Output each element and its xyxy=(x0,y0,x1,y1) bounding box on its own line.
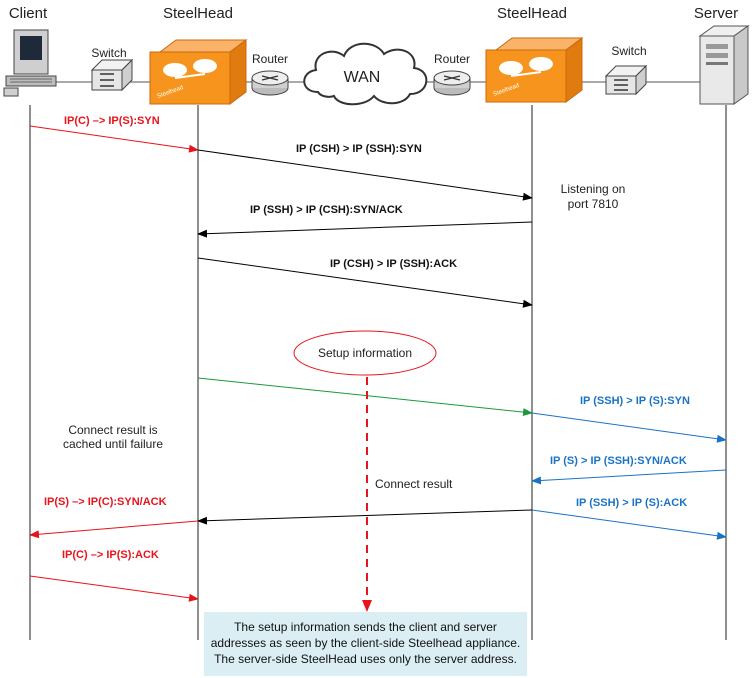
router-right-label: Router xyxy=(434,52,470,66)
switch-right-label: Switch xyxy=(611,44,646,58)
steelhead-left-title: SteelHead xyxy=(163,5,233,22)
msg-m8: IP(S) –> IP(C):SYN/ACK xyxy=(44,496,167,508)
note-line-2: addresses as seen by the client-side Ste… xyxy=(210,636,521,650)
wan-cloud-icon xyxy=(303,42,428,106)
router-right-icon xyxy=(433,70,471,96)
connect-result-label: Connect result xyxy=(375,477,453,491)
arrow-m1 xyxy=(29,125,199,153)
listening-line-1: Listening on xyxy=(561,182,626,196)
switch-left-icon xyxy=(90,58,134,92)
msg-m5: IP (SSH) > IP (S):SYN xyxy=(580,395,690,407)
arrow-setup xyxy=(197,377,533,417)
setup-information-note: The setup information sends the client a… xyxy=(204,612,527,676)
listening-line-2: port 7810 xyxy=(568,197,619,211)
msg-m7: IP (SSH) > IP (S):ACK xyxy=(576,497,687,509)
arrow-m7 xyxy=(531,509,727,540)
server-title: Server xyxy=(694,5,738,22)
msg-m1: IP(C) –> IP(S):SYN xyxy=(64,115,160,127)
cached-line-1: Connect result is xyxy=(68,423,157,437)
steelhead-left-appliance-icon: Steelhead xyxy=(149,39,248,105)
msg-m6: IP (S) > IP (SSH):SYN/ACK xyxy=(550,455,687,467)
note-line-3: The server-side SteelHead uses only the … xyxy=(214,652,517,666)
switch-left-label: Switch xyxy=(91,46,126,60)
arrow-m5 xyxy=(531,412,727,443)
steelhead-right-appliance-icon: Steelhead xyxy=(485,37,584,103)
note-line-1: The setup information sends the client a… xyxy=(234,620,497,634)
arrow-inner-return xyxy=(197,509,533,525)
cached-line-2: cached until failure xyxy=(63,437,163,451)
client-title: Client xyxy=(9,5,48,22)
router-left-icon xyxy=(251,70,289,96)
arrow-m8 xyxy=(29,520,199,539)
arrow-m6 xyxy=(531,469,727,485)
server-icon xyxy=(698,25,750,105)
msg-m9: IP(C) –> IP(S):ACK xyxy=(62,549,159,561)
msg-m4: IP (CSH) > IP (SSH):ACK xyxy=(330,258,457,270)
steelhead-right-title: SteelHead xyxy=(497,5,567,22)
arrow-m9 xyxy=(29,575,199,602)
switch-right-icon xyxy=(604,64,648,96)
arrow-m3 xyxy=(197,221,533,238)
arrow-m4 xyxy=(197,257,533,308)
arrow-m2 xyxy=(197,149,533,201)
setup-information-ellipse xyxy=(293,330,437,376)
setup-information-label: Setup information xyxy=(318,346,412,360)
client-computer-icon xyxy=(3,29,57,97)
msg-m3: IP (SSH) > IP (CSH):SYN/ACK xyxy=(250,204,403,216)
wan-label: WAN xyxy=(344,69,381,86)
msg-m2: IP (CSH) > IP (SSH):SYN xyxy=(296,143,422,155)
router-left-label: Router xyxy=(252,52,288,66)
